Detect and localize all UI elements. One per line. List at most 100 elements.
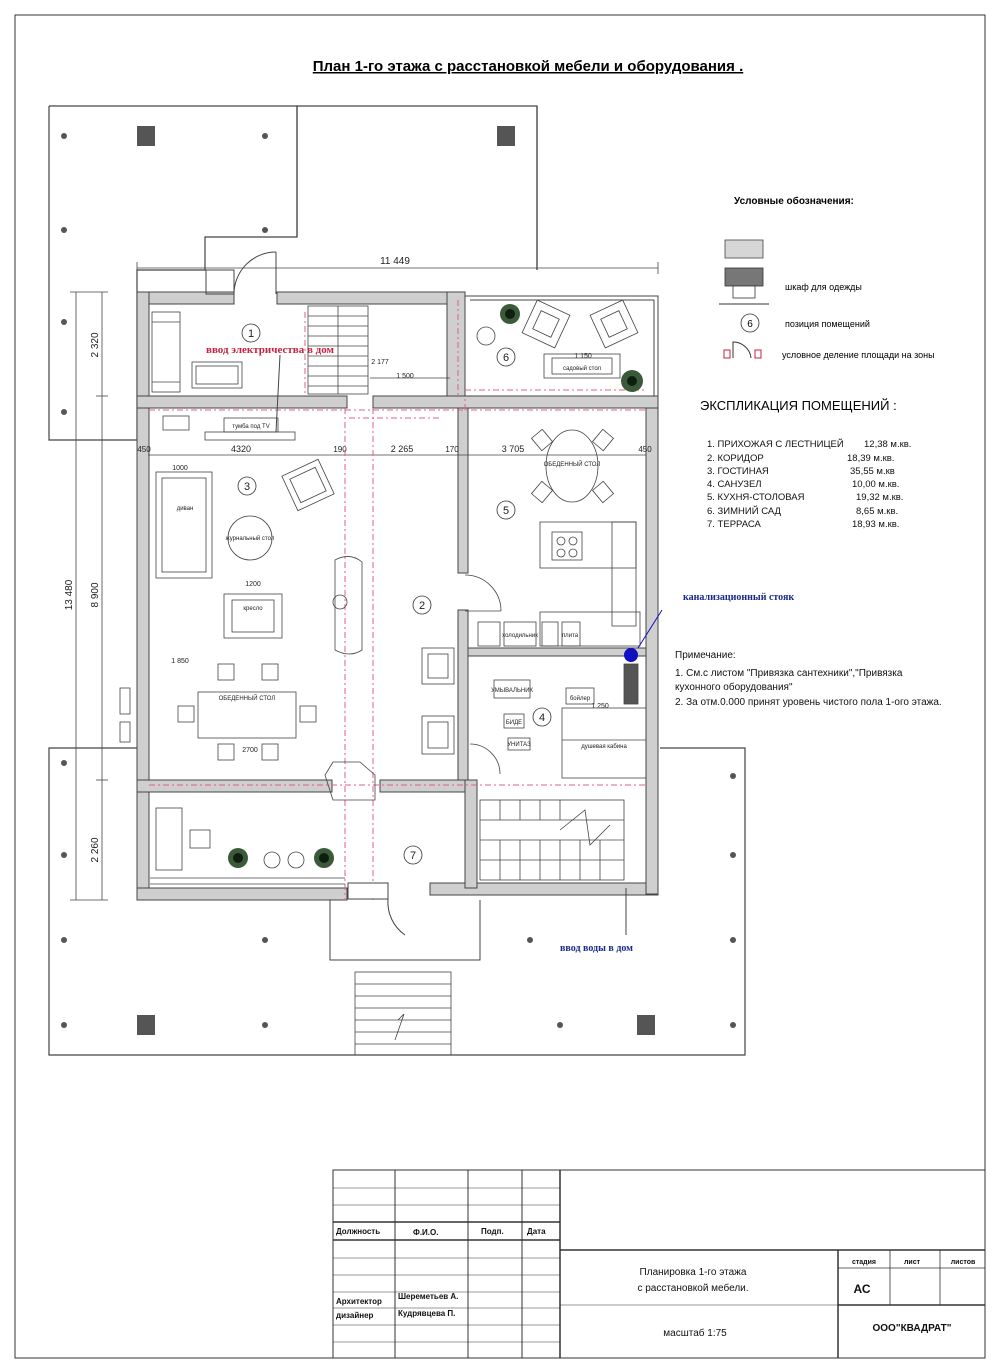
notes-heading: Примечание:: [675, 650, 736, 661]
label-tv: тумба под TV: [232, 424, 269, 430]
room-number-labels: 1 2 3 4 5 6 7: [244, 328, 545, 862]
bathroom-furniture: [469, 663, 647, 779]
schedule-row-4-name: 4. САНУЗЕЛ: [707, 479, 762, 490]
schedule-row-2-area: 18,39 м.кв.: [847, 453, 894, 464]
notes-line-3: 2. За отм.0.000 принят уровень чистого п…: [675, 697, 942, 708]
label-shower: душевая кабина: [581, 744, 627, 750]
dim-190: 190: [333, 445, 347, 454]
schedule-row-7-area: 18,93 м.кв.: [852, 519, 899, 530]
dim-2177: 2 177: [371, 359, 389, 366]
room-1: 1: [248, 328, 254, 340]
sewer-riser-icon: [624, 648, 638, 662]
label-sofa: диван: [177, 506, 194, 512]
label-bidet: БИДЕ: [506, 720, 522, 726]
room-3: 3: [244, 481, 250, 493]
terrace-columns: [61, 126, 736, 1035]
legend-room-symbol: 6: [747, 319, 753, 330]
label-stove: плита: [562, 633, 579, 639]
zone-divisions: [149, 300, 646, 900]
legend-wall-swatch: [724, 239, 764, 259]
dim-1850: 1 850: [171, 658, 189, 665]
legend-wardrobe-label: шкаф для одежды: [785, 282, 862, 292]
exterior-walls: [136, 291, 659, 901]
furniture-labels: ОБЕДЕННЫЙ СТОЛ ОБЕДЕННЫЙ СТОЛ диван крес…: [177, 365, 628, 750]
tb-sheet-title-2: с расстановкой мебели.: [637, 1282, 748, 1294]
dim-170: 170: [445, 445, 459, 454]
dim-left-middle: 8 900: [90, 582, 101, 607]
label-armchair: кресло: [243, 606, 263, 612]
entry-porch-bottom: [329, 882, 481, 961]
electric-note: ввод электричества в дом: [206, 344, 334, 356]
tb-role-architect: Архитектор: [336, 1297, 382, 1306]
sewer-note: канализационный стояк: [683, 592, 794, 603]
notes-line-2: кухонного оборудования": [675, 681, 793, 693]
plant-icons: [228, 304, 643, 868]
schedule-row-3-area: 35,55 м.кв: [850, 466, 895, 477]
schedule-heading: ЭКСПЛИКАЦИЯ ПОМЕЩЕНИЙ :: [700, 398, 897, 413]
dim-450-right: 450: [638, 445, 652, 454]
tb-stage-value: АС: [853, 1282, 870, 1296]
label-dining-living: ОБЕДЕННЫЙ СТОЛ: [219, 694, 276, 702]
schedule-row-1-name: 1. ПРИХОЖАЯ С ЛЕСТНИЦЕЙ: [707, 438, 844, 450]
kitchen-furniture: [477, 428, 641, 647]
tb-sheet-title-1: Планировка 1-го этажа: [640, 1267, 747, 1278]
label-garden-table: садовый стол: [563, 365, 602, 372]
legend-room-label: позиция помещений: [785, 319, 870, 329]
dim-left-overall: 13 480: [64, 579, 75, 610]
schedule-row-2-name: 2. КОРИДОР: [707, 453, 764, 464]
schedule-row-5-area: 19,32 м.кв.: [856, 492, 903, 503]
dim-1500: 1 500: [396, 373, 414, 380]
legend-wardrobe-icon: [719, 267, 769, 305]
dim-left-top: 2 320: [90, 332, 101, 357]
tb-sheets-label: листов: [951, 1259, 976, 1266]
tb-col-date: Дата: [527, 1227, 546, 1236]
dim-top-total: 11 449: [380, 256, 410, 267]
tb-scale: масштаб 1:75: [663, 1327, 727, 1339]
schedule-row-7-name: 7. ТЕРРАСА: [707, 519, 762, 530]
tb-col-name: Ф.И.О.: [413, 1228, 438, 1237]
tb-role-designer: дизайнер: [336, 1311, 374, 1320]
tb-sheet-label: лист: [904, 1259, 921, 1266]
dim-2700: 2700: [242, 747, 258, 754]
room-schedule: ЭКСПЛИКАЦИЯ ПОМЕЩЕНИЙ : 1. ПРИХОЖАЯ С ЛЕ…: [700, 398, 911, 530]
title-block-text: Должность Ф.И.О. Подп. Дата Архитектор д…: [336, 1227, 976, 1339]
garden-furniture: [476, 299, 639, 379]
corridor-furniture: [421, 574, 502, 755]
label-toilet: УНИТАЗ: [507, 742, 531, 748]
room-4: 4: [539, 712, 545, 724]
room-7: 7: [410, 850, 416, 862]
schedule-row-3-name: 3. ГОСТИНАЯ: [707, 466, 769, 477]
tb-name-architect: Шереметьев А.: [398, 1292, 458, 1301]
tb-company: ООО"КВАДРАТ": [873, 1323, 952, 1334]
label-fridge: холодильник: [502, 633, 538, 639]
lower-terrace: [48, 747, 746, 1056]
legend-zone-label: условное деление площади на зоны: [782, 350, 935, 360]
title-block: [332, 1169, 986, 1359]
upper-terrace: [48, 105, 538, 441]
room-6: 6: [503, 352, 509, 364]
label-washbasin: УМЫВАЛЬНИК: [491, 688, 534, 694]
schedule-row-1-area: 12,38 м.кв.: [864, 439, 911, 450]
schedule-row-4-area: 10,00 м.кв.: [852, 479, 899, 490]
tb-col-position: Должность: [336, 1227, 380, 1236]
dim-3705: 3 705: [502, 444, 525, 454]
living-furniture: [119, 415, 376, 801]
notes-line-1: 1. См.с листом "Привязка сантехники","Пр…: [675, 668, 903, 679]
schedule-row-6-name: 6. ЗИМНИЙ САД: [707, 505, 782, 517]
schedule-row-5-name: 5. КУХНЯ-СТОЛОВАЯ: [707, 492, 805, 503]
stair-terrace: [479, 799, 625, 881]
sewer-leader: [637, 609, 663, 649]
label-boiler: бойлер: [570, 695, 591, 702]
tb-col-sign: Подп.: [481, 1227, 504, 1236]
dimension-lines: [70, 262, 659, 901]
winter-garden-frame: [465, 295, 659, 396]
room-5: 5: [503, 505, 509, 517]
terrace-furniture: [150, 807, 345, 885]
stair-hall: [307, 305, 369, 395]
dim-1000: 1000: [172, 465, 188, 472]
room-number-markers: [237, 323, 552, 865]
dim-1250: 1 250: [591, 703, 609, 710]
plan-title: План 1-го этажа с расстановкой мебели и …: [313, 58, 744, 75]
schedule-row-6-area: 8,65 м.кв.: [856, 506, 898, 517]
